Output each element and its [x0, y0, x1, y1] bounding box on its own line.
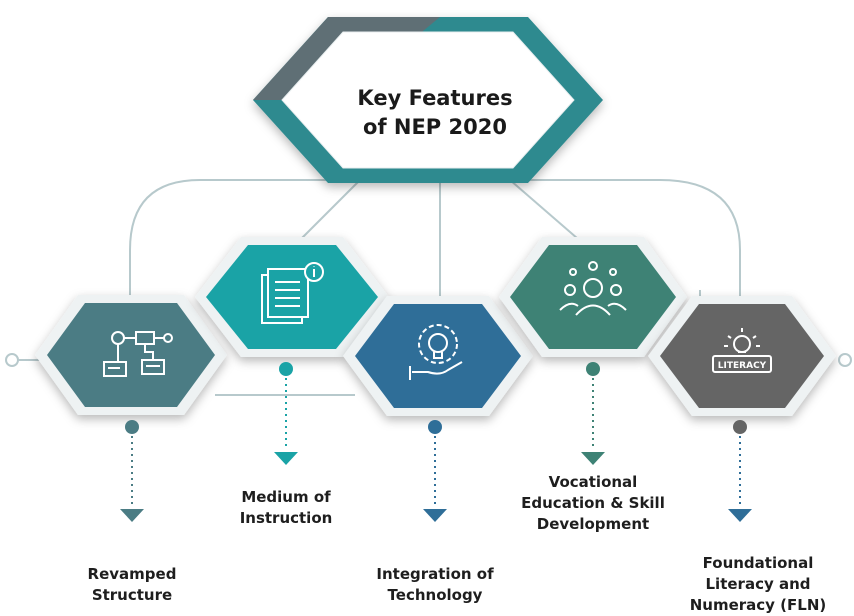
literacy-icon-text: LITERACY — [718, 361, 767, 371]
dot-1 — [125, 420, 139, 434]
dot-5 — [733, 420, 747, 434]
connector-dot-left — [5, 353, 19, 367]
label-integration-of-technology: Integration of Technology — [376, 565, 494, 604]
label-foundational-literacy: Foundational Literacy and Numeracy (FLN) — [689, 554, 827, 614]
hexagon-revamped-structure — [35, 295, 227, 415]
dot-3 — [428, 420, 442, 434]
dot-2 — [279, 362, 293, 376]
diagram-title: Key Features of NEP 2020 — [357, 86, 513, 139]
hexagon-integration-of-technology — [343, 296, 533, 416]
connector-dot-right — [838, 353, 852, 367]
pointer-arrows — [120, 362, 752, 522]
title-hexagon — [253, 17, 603, 183]
label-medium-of-instruction: Medium of Instruction — [239, 488, 333, 527]
workflow-icon — [103, 331, 173, 377]
literacy-icon: LITERACY — [712, 328, 772, 373]
lightbulb-gear-hand-icon — [409, 324, 463, 380]
team-network-icon — [559, 261, 627, 316]
document-info-icon — [261, 262, 324, 324]
dot-4 — [586, 362, 600, 376]
label-revamped-structure: Revamped Structure — [87, 565, 177, 604]
label-vocational-education: Vocational Education & Skill Development — [521, 473, 665, 533]
